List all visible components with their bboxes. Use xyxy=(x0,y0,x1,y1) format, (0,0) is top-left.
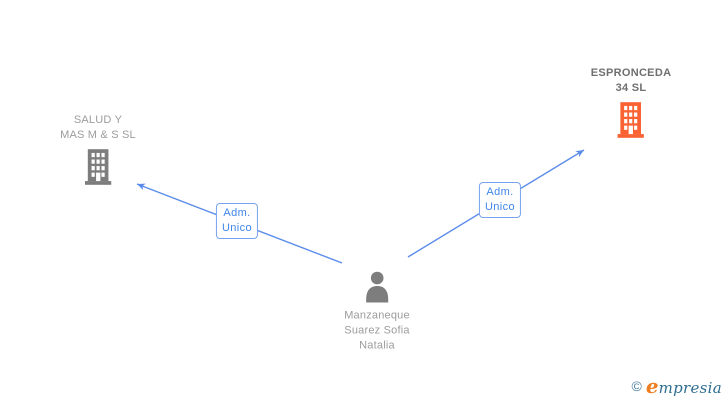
edge-label-line1: Adm. xyxy=(486,186,514,198)
person-name-line3: Natalia xyxy=(359,339,395,352)
edge-label-line1: Adm. xyxy=(223,207,251,219)
building-icon xyxy=(616,102,646,138)
node-company-espronceda[interactable]: ESPRONCEDA 34 SL xyxy=(591,66,672,138)
person-name-label: Manzaneque Suarez Sofia Natalia xyxy=(344,309,410,354)
building-icon xyxy=(83,149,113,185)
company-name-line2: MAS M & S SL xyxy=(60,129,136,141)
empresia-wordmark-initial: e xyxy=(645,374,659,398)
person-name-line1: Manzaneque xyxy=(344,309,410,322)
company-name-line2: 34 SL xyxy=(615,82,647,94)
company-name-label: SALUD Y MAS M & S SL xyxy=(60,113,136,143)
copyright-icon: © xyxy=(631,378,642,394)
company-name-line1: ESPRONCEDA xyxy=(590,67,672,79)
company-name-line1: SALUD Y xyxy=(73,114,123,126)
empresia-logo: ©empresia xyxy=(632,374,722,398)
edge-label-line2: Unico xyxy=(484,201,516,213)
edge-label-line2: Unico xyxy=(221,222,253,234)
edge-label-adm-unico-left[interactable]: Adm. Unico xyxy=(215,203,259,239)
node-person-manzaneque[interactable]: Manzaneque Suarez Sofia Natalia xyxy=(344,271,410,354)
company-name-label: ESPRONCEDA 34 SL xyxy=(591,66,672,96)
edge-label-adm-unico-right[interactable]: Adm. Unico xyxy=(478,182,522,218)
person-name-line2: Suarez Sofia xyxy=(344,324,410,337)
empresia-wordmark: empresia xyxy=(646,374,722,398)
node-company-salud[interactable]: SALUD Y MAS M & S SL xyxy=(60,113,136,185)
person-icon xyxy=(362,271,392,303)
empresia-wordmark-rest: mpresia xyxy=(658,379,722,397)
